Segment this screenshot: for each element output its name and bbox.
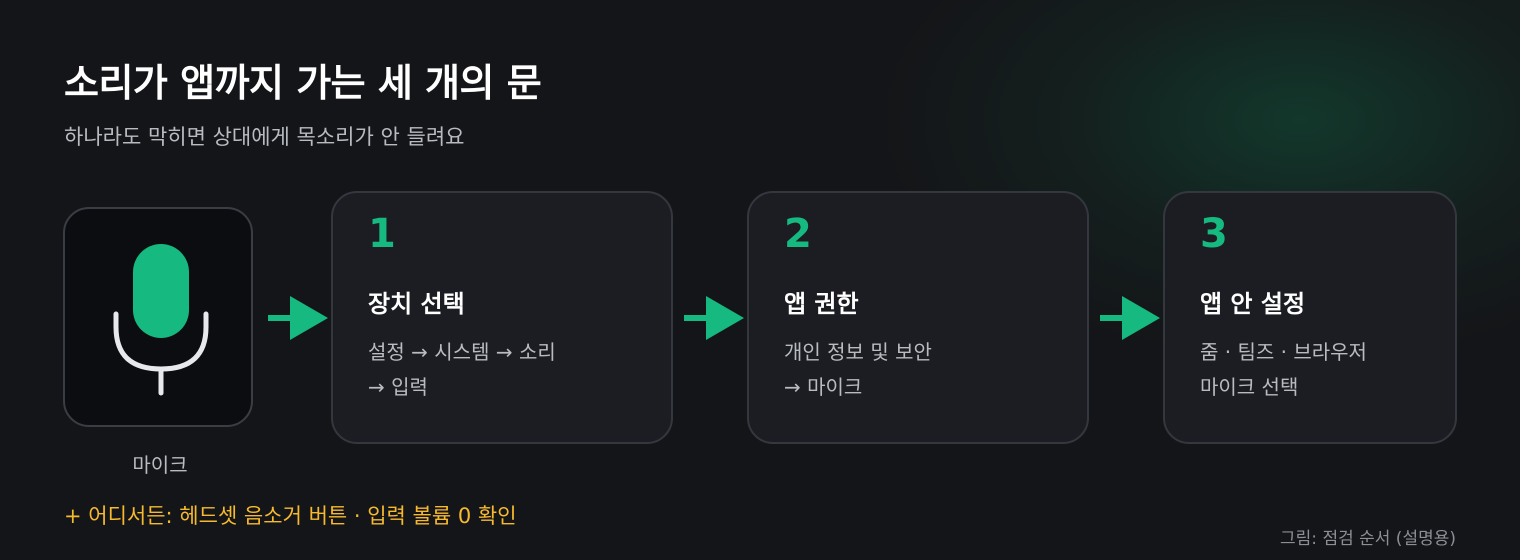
step-detail: 마이크 선택 [1200, 375, 1299, 399]
arrow-right-icon [268, 296, 328, 340]
step-detail: 설정 → 시스템 → 소리 [368, 340, 556, 364]
step-detail: → 입력 [368, 375, 428, 399]
arrow-right-icon [684, 296, 744, 340]
step-title: 장치 선택 [368, 290, 465, 318]
step-number: 2 [784, 211, 812, 257]
step-card-1: 1 장치 선택 설정 → 시스템 → 소리 → 입력 [331, 191, 673, 444]
step-number: 1 [368, 211, 396, 257]
step-number: 3 [1200, 211, 1228, 257]
page-subtitle: 하나라도 막히면 상대에게 목소리가 안 들려요 [64, 125, 465, 149]
page-title: 소리가 앱까지 가는 세 개의 문 [64, 61, 542, 105]
step-title: 앱 안 설정 [1200, 290, 1306, 318]
step-detail: 개인 정보 및 보안 [784, 340, 932, 364]
step-detail: 줌 · 팀즈 · 브라우저 [1200, 340, 1367, 364]
microphone-capsule [133, 244, 189, 338]
headset-note: + 어디서든: 헤드셋 음소거 버튼 · 입력 볼륨 0 확인 [64, 504, 517, 528]
step-detail: → 마이크 [784, 375, 863, 399]
step-card-2: 2 앱 권한 개인 정보 및 보안 → 마이크 [747, 191, 1089, 444]
microphone-label: 마이크 [132, 453, 188, 477]
arrow-right-icon [1100, 296, 1160, 340]
step-title: 앱 권한 [784, 290, 859, 318]
step-card-3: 3 앱 안 설정 줌 · 팀즈 · 브라우저 마이크 선택 [1163, 191, 1457, 444]
microphone-icon [113, 244, 209, 396]
microphone-card [63, 207, 253, 427]
figure-caption: 그림: 점검 순서 (설명용) [1280, 529, 1456, 549]
